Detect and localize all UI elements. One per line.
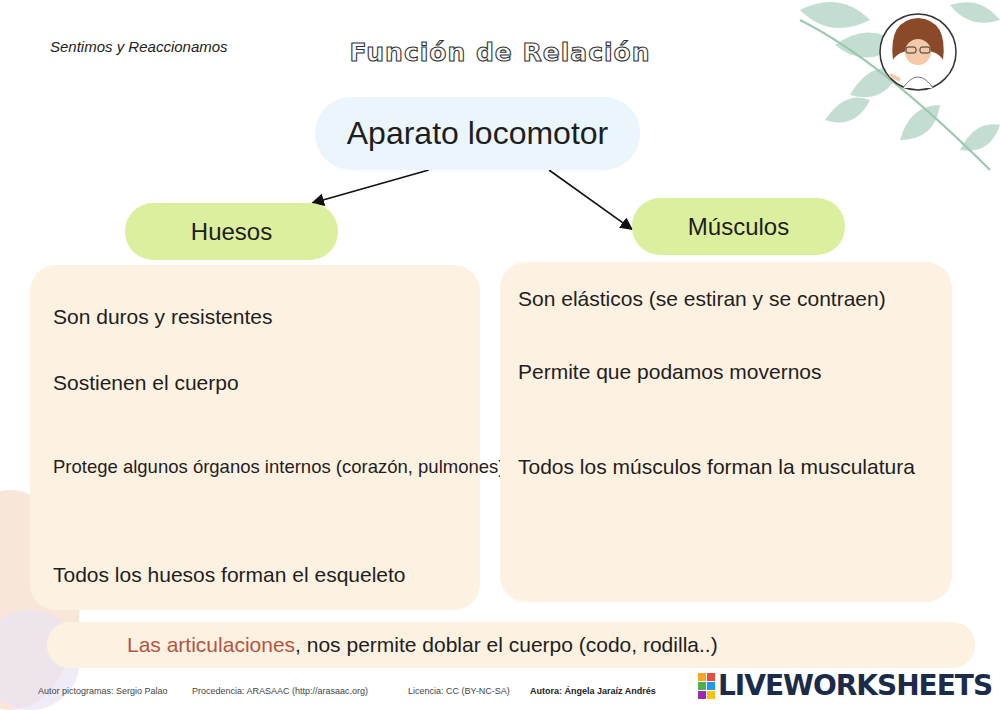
node-text: Las articulaciones xyxy=(127,633,295,657)
node-text: Son elásticos (se estiran y se contraen) xyxy=(518,287,886,311)
footer-credit: Autor pictogramas: Sergio Palao xyxy=(38,686,168,696)
logo-mark xyxy=(698,673,715,699)
node-text: Son duros y resistentes xyxy=(53,305,272,329)
watermark: LIVEWORKSHEETS xyxy=(718,669,992,702)
joint-band: Las articulaciones, nos permite doblar e… xyxy=(47,622,975,668)
node-text: Sostienen el cuerpo xyxy=(53,371,239,395)
topic-pill: Aparato locomotor xyxy=(315,97,640,170)
content-panel: Son duros y resistentesSostienen el cuer… xyxy=(30,265,480,610)
footer-credit: Procedencia: ARASAAC (http://arasaac.org… xyxy=(192,686,368,696)
node-text: Protege algunos órganos internos (corazó… xyxy=(53,435,533,499)
connector-arrow xyxy=(312,170,428,203)
header-note: Sentimos y Reaccionamos xyxy=(50,38,228,55)
content-panel: Son elásticos (se estiran y se contraen)… xyxy=(500,262,952,602)
node-text: Músculos xyxy=(688,213,789,241)
footer-credit: Autora: Ángela Jaraíz Andrés xyxy=(530,686,656,696)
node-text: Huesos xyxy=(191,218,272,246)
topic-pill: Huesos xyxy=(125,203,338,260)
node-text: Aparato locomotor xyxy=(347,115,608,152)
node-text: Todos los músculos forman la musculatura xyxy=(518,430,930,503)
author-avatar xyxy=(880,14,956,90)
node-text: Todos los huesos forman el esqueleto xyxy=(53,563,406,587)
connector-arrow xyxy=(549,170,632,229)
footer-credit: Licencia: CC (BY-NC-SA) xyxy=(408,686,510,696)
leaves xyxy=(800,2,1000,151)
node-text: , nos permite doblar el cuerpo (codo, ro… xyxy=(295,633,718,657)
topic-pill: Músculos xyxy=(632,198,845,255)
node-text: Permite que podamos movernos xyxy=(518,360,822,384)
